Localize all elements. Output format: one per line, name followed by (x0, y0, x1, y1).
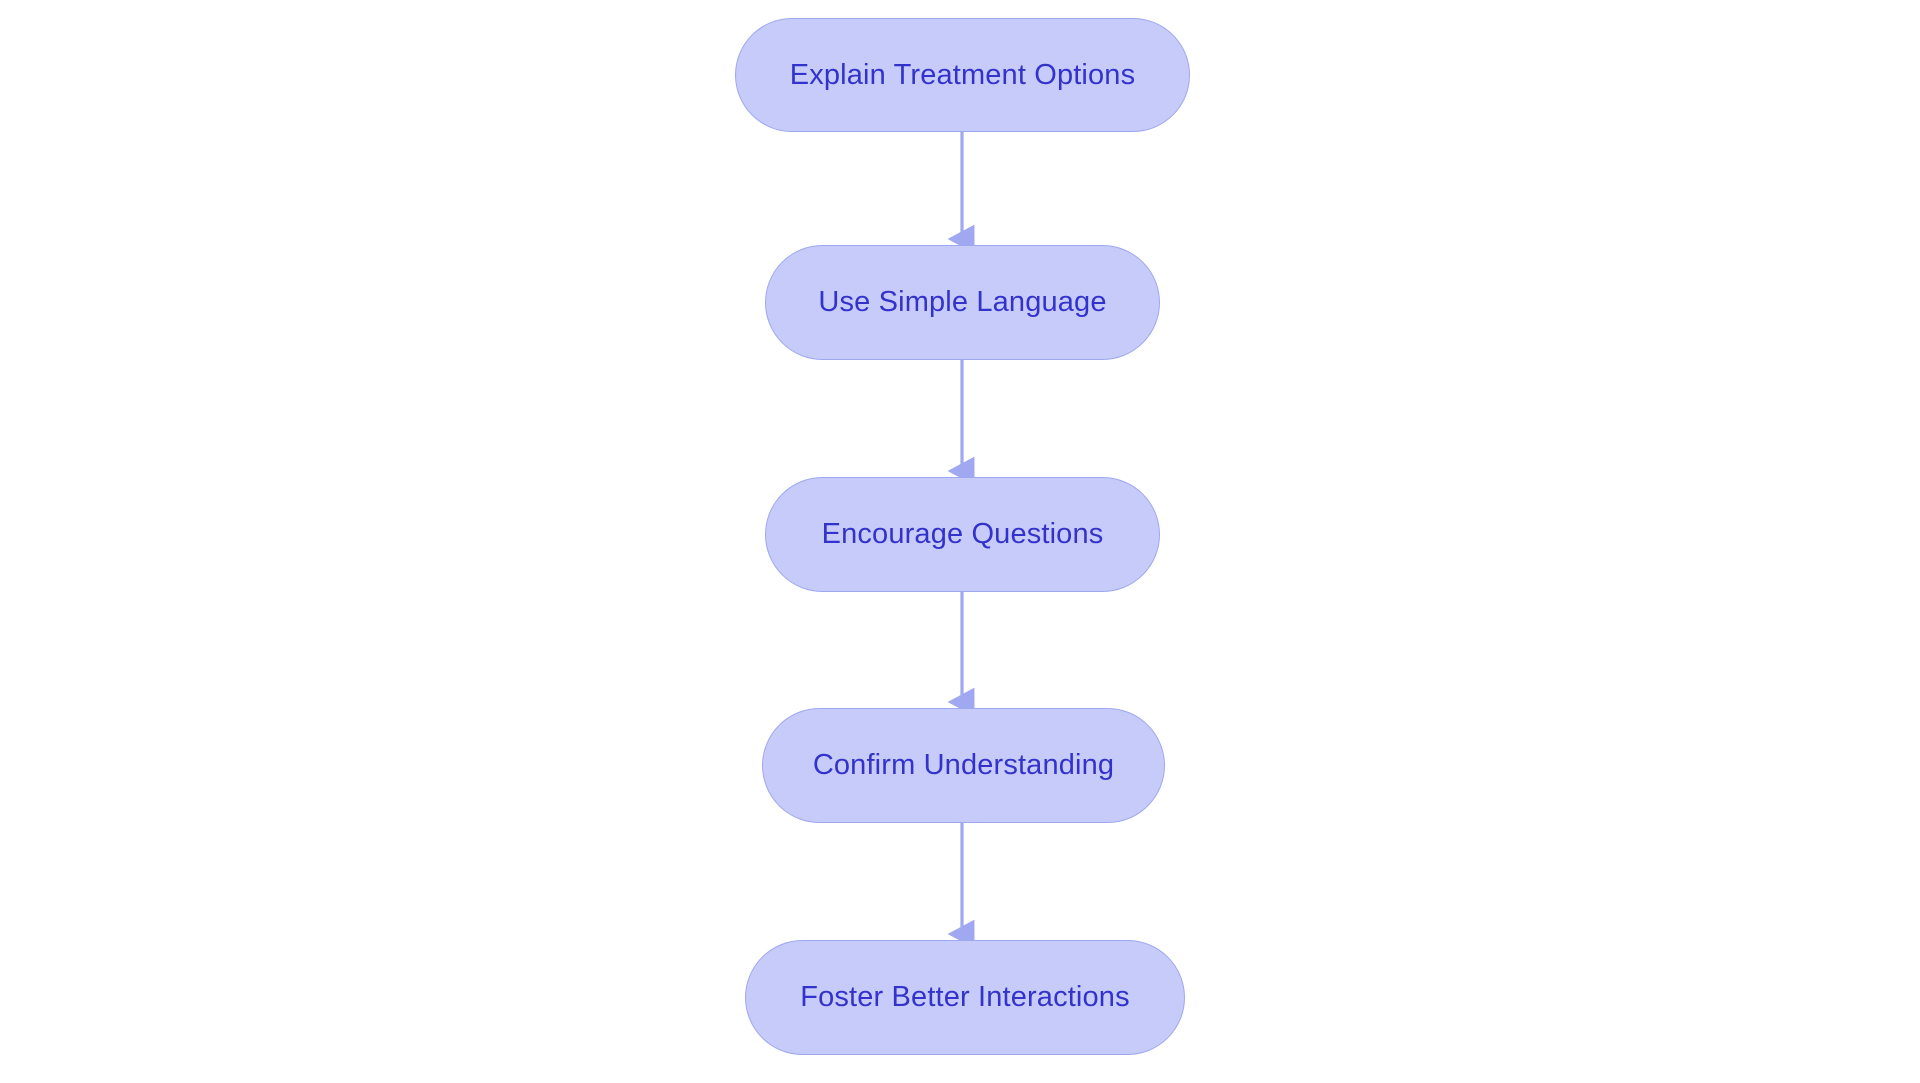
flow-node-label: Confirm Understanding (812, 749, 1115, 781)
flow-node-label: Explain Treatment Options (789, 58, 1136, 91)
flow-node-label: Use Simple Language (818, 286, 1107, 318)
flow-node-use-simple-language[interactable]: Use Simple Language (765, 245, 1160, 360)
flow-node-encourage-questions[interactable]: Encourage Questions (765, 477, 1160, 592)
flow-node-explain-treatment-options[interactable]: Explain Treatment Options (735, 18, 1190, 132)
flow-node-label: Foster Better Interactions (800, 981, 1130, 1013)
flow-node-confirm-understanding[interactable]: Confirm Understanding (762, 708, 1165, 823)
flow-node-label: Encourage Questions (821, 518, 1104, 550)
flow-node-foster-better-interactions[interactable]: Foster Better Interactions (745, 940, 1185, 1055)
